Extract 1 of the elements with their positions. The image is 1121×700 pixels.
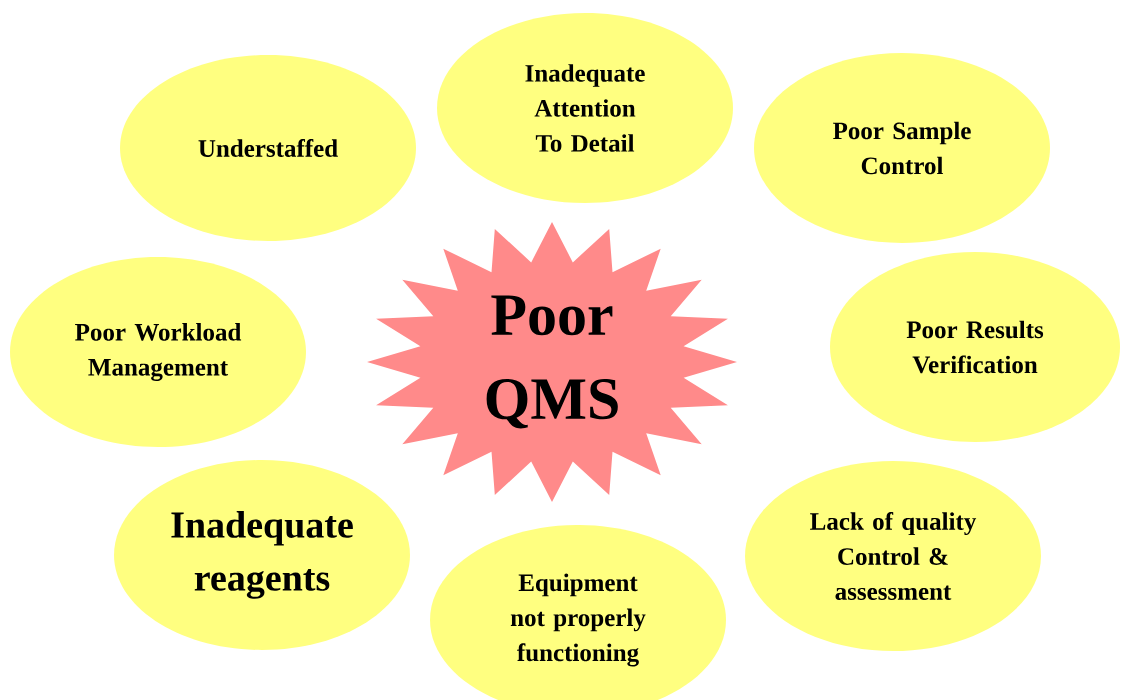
starburst: Poor QMS [367, 222, 737, 502]
